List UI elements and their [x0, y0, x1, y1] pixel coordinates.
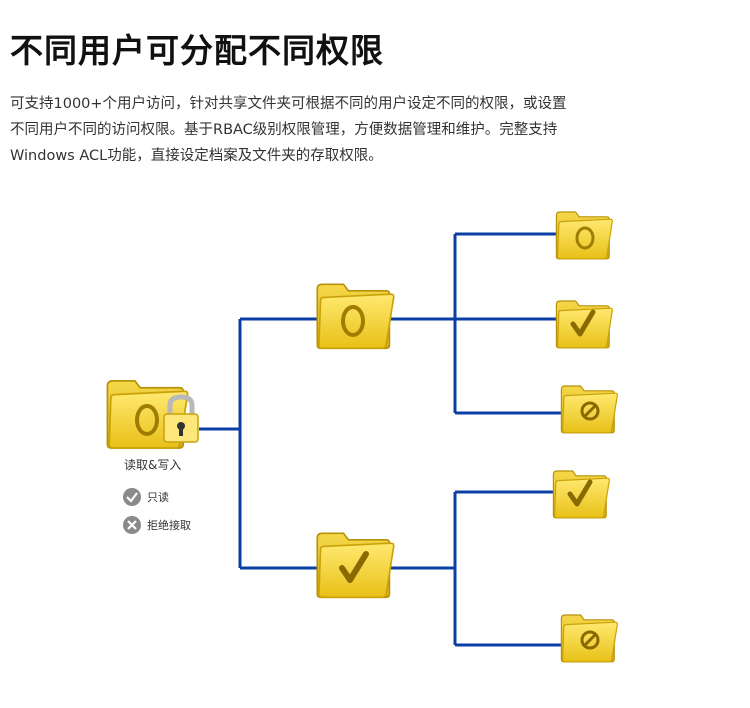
check-circle-icon — [123, 488, 141, 506]
legend-deny: 拒绝接取 — [123, 516, 191, 534]
folder-deny-icon-leaf3 — [560, 385, 618, 434]
description: 可支持1000+个用户访问，针对共享文件夹可根据不同的用户设定不同的权限，或设置… — [10, 91, 670, 169]
folder-deny-icon-leaf5 — [560, 614, 618, 663]
root-folder-icon — [106, 379, 189, 449]
description-line-3: Windows ACL功能，直接设定档案及文件夹的存取权限。 — [10, 148, 383, 164]
legend-read-only: 只读 — [123, 488, 169, 506]
description-line-2: 不同用户不同的访问权限。基于RBAC级别权限管理，方便数据管理和维护。完整支持 — [10, 122, 558, 138]
connector-lines — [199, 232, 562, 647]
folder-check-icon-level1 — [316, 532, 395, 599]
legend-read-write-label: 读取&写入 — [124, 458, 181, 472]
legend-deny-label: 拒绝接取 — [147, 518, 191, 532]
folder-check-icon-leaf2 — [555, 300, 613, 349]
folder-open-icon-level1 — [316, 283, 395, 350]
description-line-1: 可支持1000+个用户访问，针对共享文件夹可根据不同的用户设定不同的权限，或设置 — [10, 96, 567, 112]
folder-check-icon-leaf4 — [552, 470, 610, 519]
page-title: 不同用户可分配不同权限 — [10, 31, 384, 70]
lock-icon — [163, 394, 199, 443]
legend-read-only-label: 只读 — [147, 490, 169, 504]
folder-open-icon-leaf1 — [555, 211, 613, 260]
